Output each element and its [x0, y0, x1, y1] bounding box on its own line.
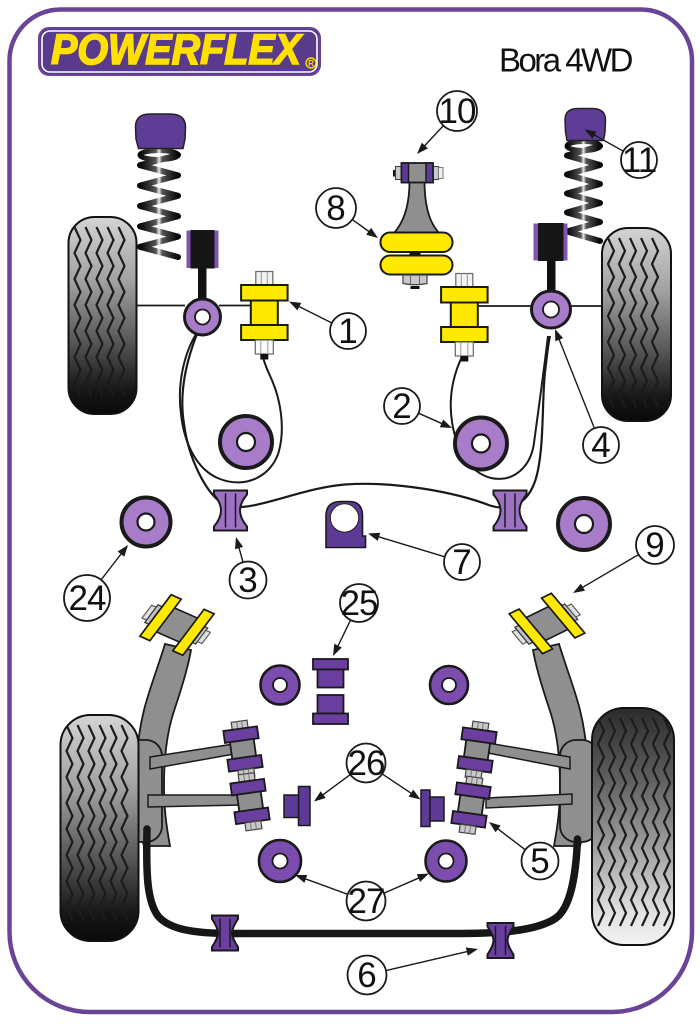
svg-text:11: 11	[622, 141, 656, 180]
svg-text:24: 24	[69, 579, 106, 618]
svg-text:Bora 4WD: Bora 4WD	[499, 42, 634, 79]
svg-text:26: 26	[348, 744, 385, 783]
svg-text:27: 27	[348, 882, 385, 921]
svg-text:R: R	[308, 59, 314, 68]
svg-text:POWERFLEX: POWERFLEX	[51, 26, 303, 74]
svg-text:9: 9	[645, 526, 664, 565]
svg-text:1: 1	[338, 312, 357, 351]
svg-text:2: 2	[392, 387, 411, 426]
svg-text:6: 6	[357, 956, 376, 995]
svg-text:5: 5	[530, 842, 549, 881]
svg-text:3: 3	[238, 561, 257, 600]
svg-text:10: 10	[439, 92, 476, 131]
svg-text:8: 8	[326, 189, 345, 228]
svg-text:25: 25	[341, 584, 378, 623]
svg-text:7: 7	[452, 543, 471, 582]
svg-text:4: 4	[591, 426, 610, 465]
